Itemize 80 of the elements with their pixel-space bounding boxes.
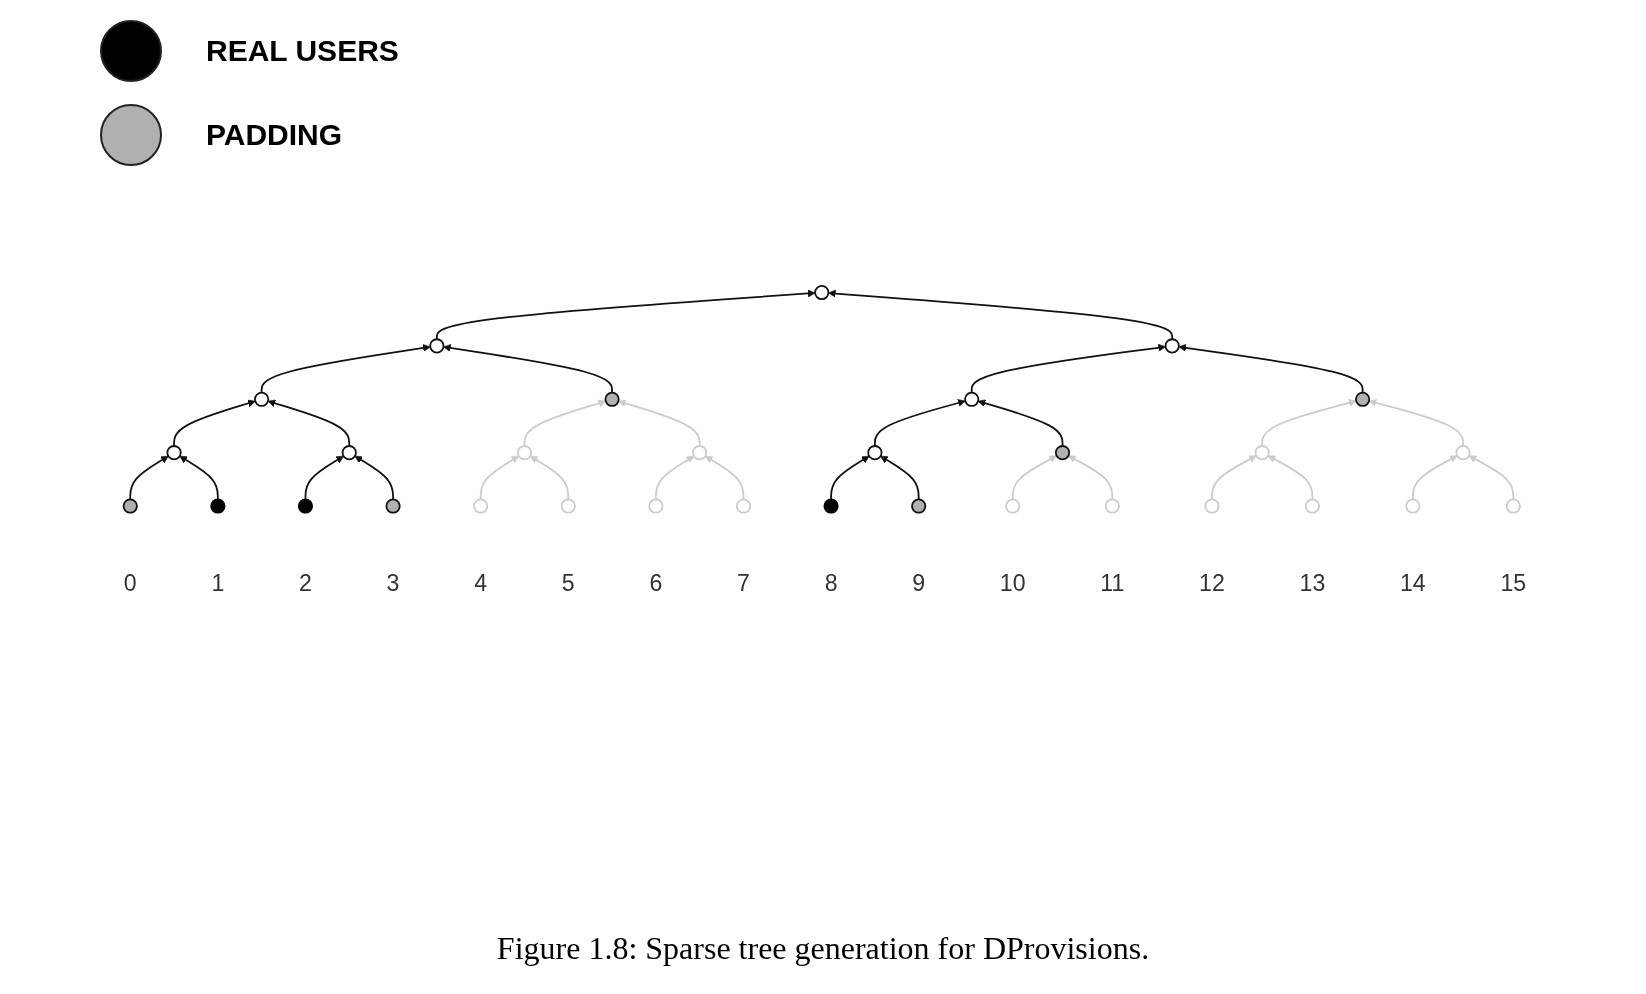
legend-label: PADDING: [206, 118, 343, 152]
node-label: 11: [1100, 569, 1125, 597]
node-circle: [1455, 445, 1471, 461]
arrow: [479, 455, 520, 501]
arrow: [1011, 455, 1057, 501]
node-circle: [166, 445, 182, 461]
arrow: [179, 455, 219, 501]
arrow: [1178, 343, 1364, 394]
arrow: [970, 343, 1166, 394]
arrow: [260, 344, 431, 394]
node-label: 13: [1299, 569, 1326, 597]
node-circle: [692, 445, 708, 461]
figure-caption: Figure 1.8: Sparse tree generation for DProvisions.: [496, 930, 1150, 967]
node-label: 8: [824, 569, 838, 597]
arrow: [529, 455, 570, 501]
node-circle: [516, 445, 533, 461]
node-label: 7: [737, 569, 750, 597]
arrow: [705, 455, 745, 501]
node-circle: [867, 445, 883, 461]
arrow: [435, 289, 816, 341]
arrow: [1368, 399, 1464, 447]
arrow: [874, 399, 966, 447]
arrow: [977, 399, 1064, 447]
node-circle: [1104, 498, 1120, 514]
arrow: [304, 455, 344, 501]
node-label: 14: [1400, 569, 1426, 597]
node-circle: [1054, 445, 1071, 461]
node-label: 3: [386, 569, 400, 597]
node-circle: [735, 498, 752, 514]
arrow: [523, 399, 607, 447]
node-circle: [911, 498, 927, 514]
node-circle: [1164, 338, 1180, 354]
arrow: [1261, 399, 1357, 447]
node-circle: [1254, 445, 1270, 461]
node-label: 5: [561, 569, 575, 597]
node-circle: [823, 498, 839, 514]
node-circle: [297, 498, 313, 514]
node-circle: [814, 284, 830, 301]
arrow: [880, 455, 920, 501]
arrow: [1211, 455, 1257, 501]
node-circle: [341, 445, 357, 461]
node-circle: [1405, 498, 1421, 514]
arrow: [354, 455, 394, 501]
node-circle: [1505, 498, 1521, 514]
node-circle: [1355, 391, 1371, 407]
node-circle: [1005, 498, 1021, 514]
node-label: 15: [1500, 569, 1527, 597]
arrow: [1468, 455, 1515, 501]
node-circle: [964, 391, 980, 407]
node-label: 2: [299, 569, 312, 597]
node-label: 9: [912, 569, 926, 597]
arrow: [830, 455, 870, 501]
node-circle: [604, 391, 620, 407]
node-circle: [385, 498, 401, 514]
node-label: 4: [474, 569, 488, 597]
node-label: 10: [999, 569, 1026, 597]
node-circle: [210, 498, 226, 514]
arrow: [1068, 455, 1114, 501]
arrow: [1411, 455, 1458, 501]
arrow: [129, 455, 169, 501]
node-circle: [473, 498, 489, 514]
arrow: [1267, 455, 1314, 501]
node-label: 1: [211, 569, 225, 597]
legend-label: REAL USERS: [206, 34, 399, 68]
node-circle: [1304, 498, 1320, 514]
node-circle: [254, 391, 270, 407]
arrow: [267, 399, 351, 447]
node-circle: [648, 498, 664, 514]
node-circle: [1204, 498, 1220, 514]
arrow: [618, 399, 701, 447]
node-label: 12: [1199, 569, 1225, 597]
node-label: 0: [123, 569, 137, 597]
arrow: [443, 344, 613, 394]
arrow: [173, 399, 256, 447]
arrow: [828, 289, 1174, 341]
node-circle: [560, 498, 576, 514]
node-circle: [429, 338, 445, 354]
arrow: [655, 455, 695, 501]
node-label: 6: [649, 569, 663, 597]
node-circle: [122, 498, 138, 514]
